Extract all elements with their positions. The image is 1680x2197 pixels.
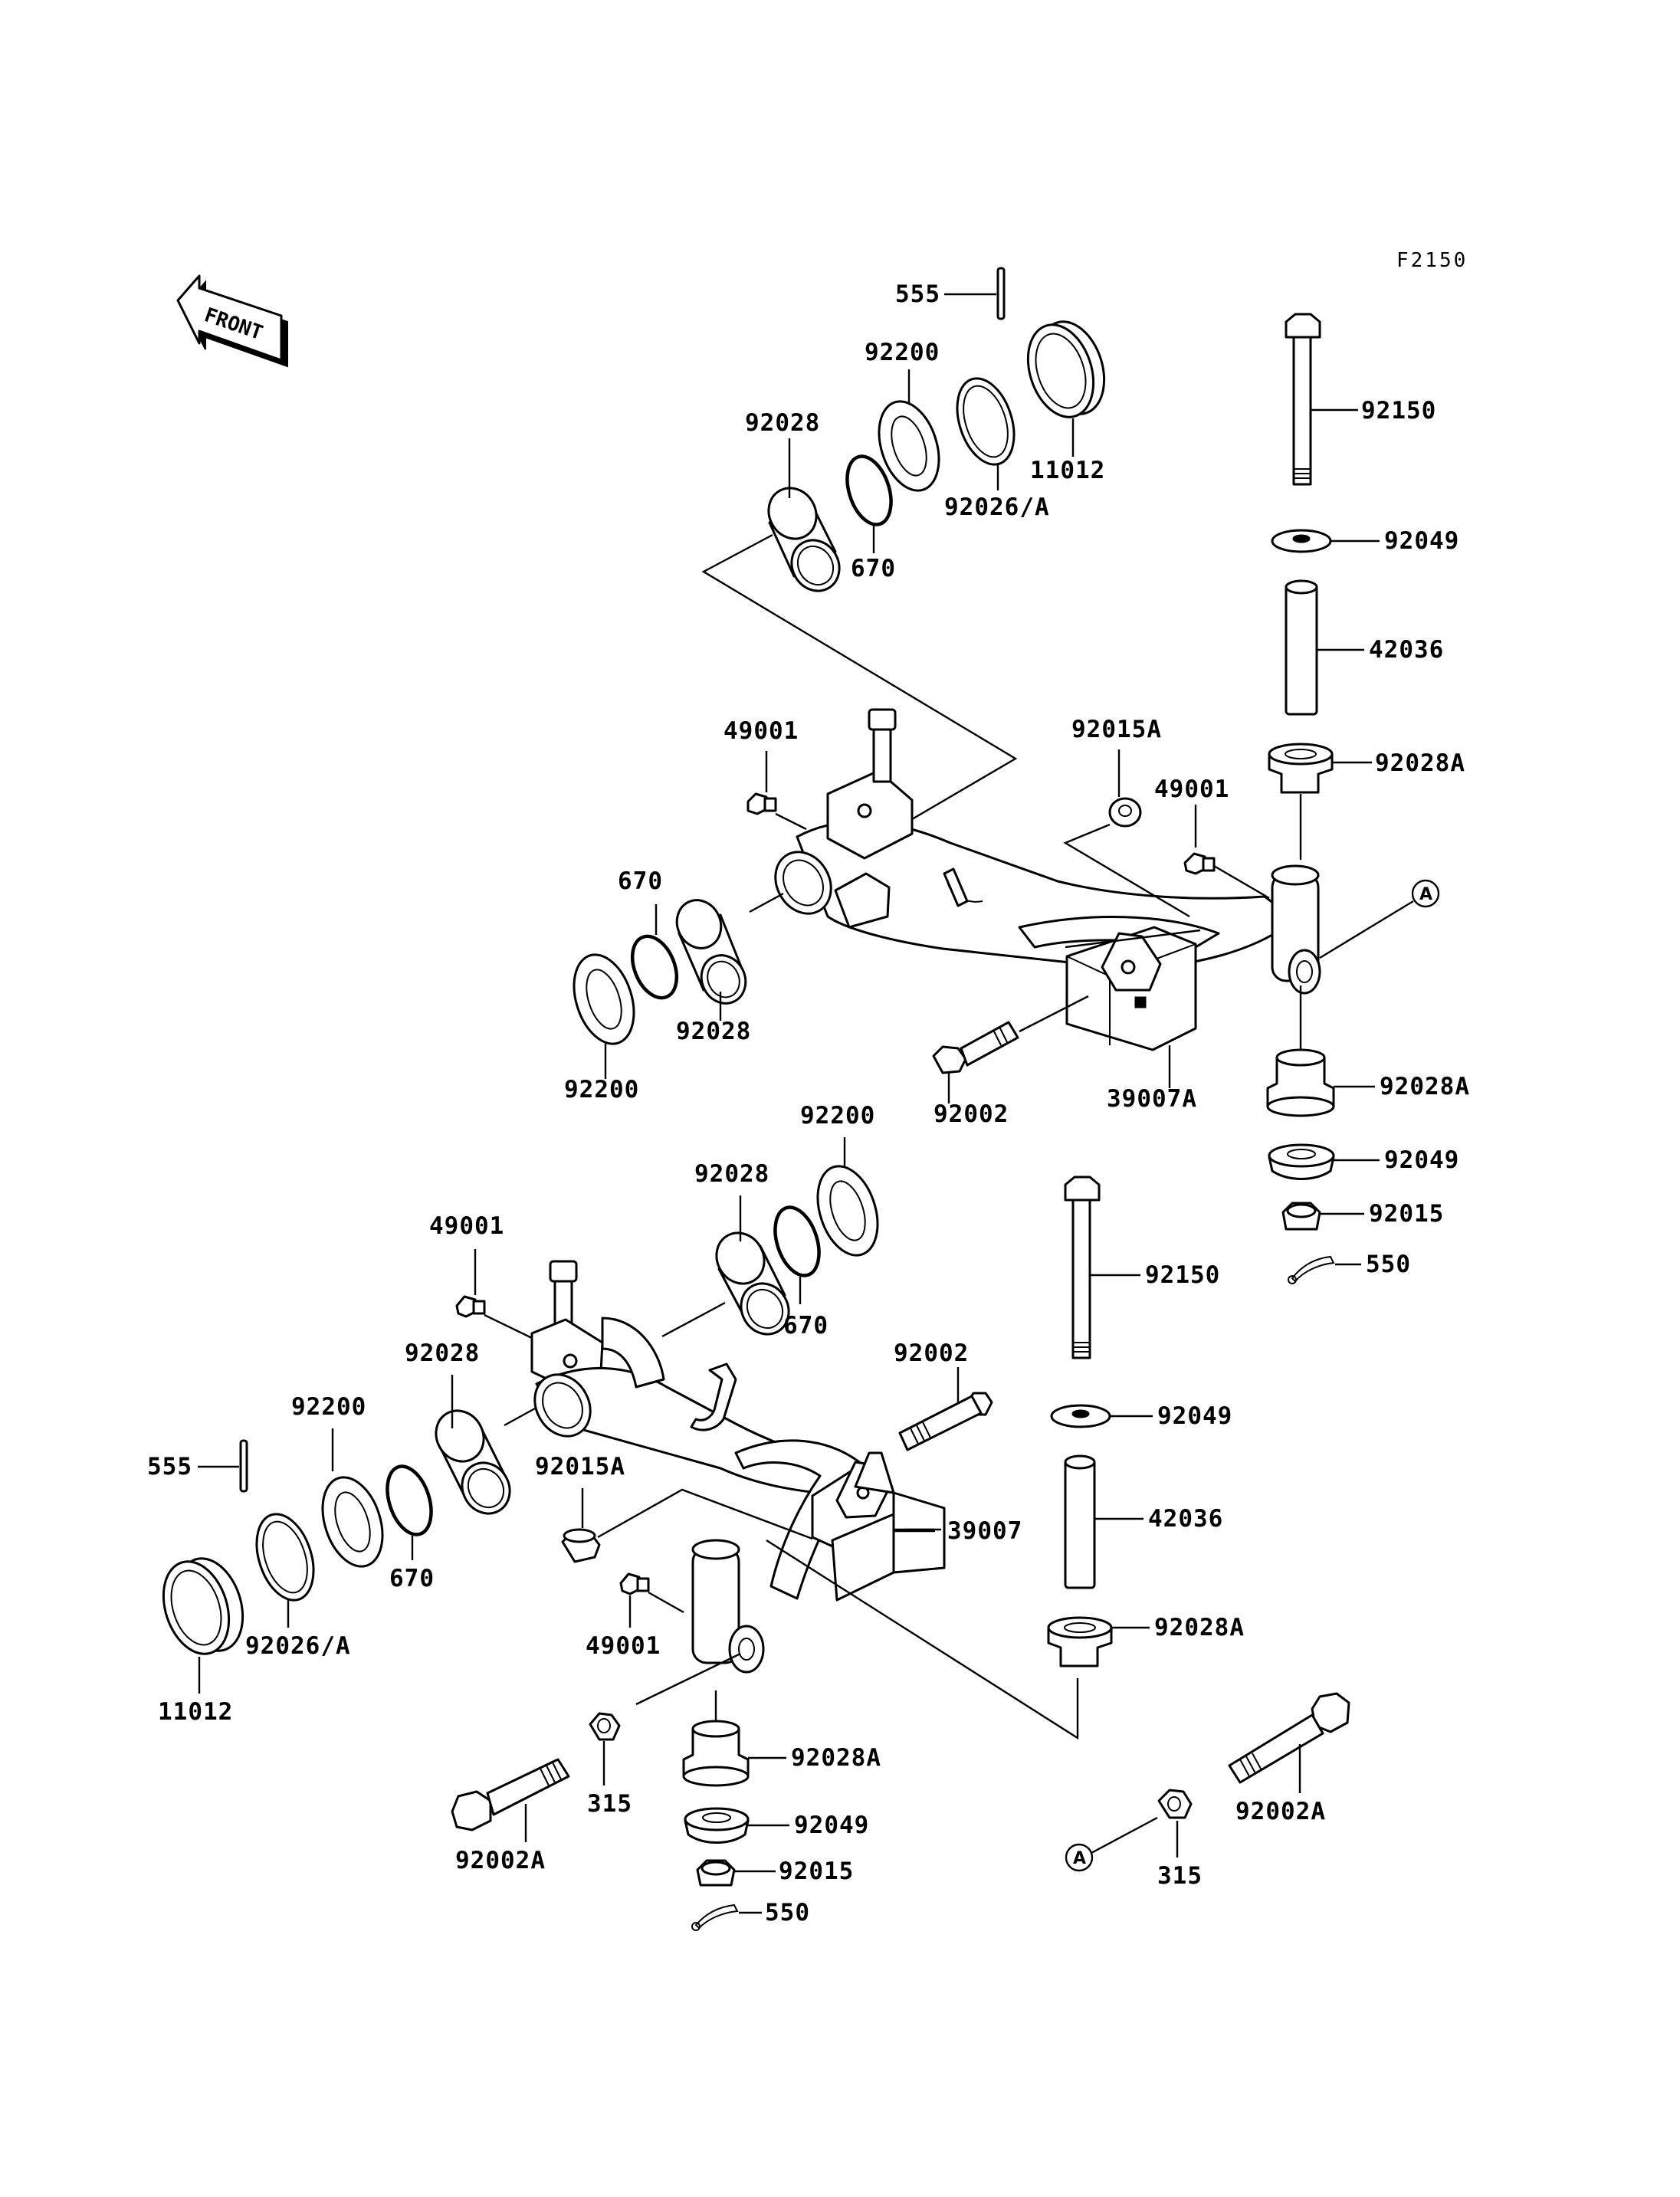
label-92015a: 92015A (1071, 716, 1162, 743)
lower-arm-left-bushings (162, 1375, 536, 1694)
label-92028: 92028 (694, 1160, 769, 1188)
upper-right-bushing-set (701, 267, 1106, 852)
label-92028: 92028 (745, 409, 820, 437)
upper-shock-mount-stack (1268, 313, 1380, 860)
upper-arm-left-bushings (573, 892, 784, 1079)
label-92002: 92002 (894, 1340, 969, 1367)
grease-nipple-upper-right (1183, 805, 1270, 900)
label-550: 550 (765, 1899, 810, 1926)
label-315: 315 (1157, 1862, 1203, 1890)
label-49001: 49001 (724, 717, 799, 745)
label-670: 670 (851, 555, 896, 582)
label-49001: 49001 (586, 1632, 661, 1660)
ref-marker-a-lower: A (1065, 1843, 1094, 1872)
label-42036: 42036 (1148, 1505, 1223, 1533)
label-92028: 92028 (676, 1018, 751, 1045)
label-670: 670 (618, 867, 663, 895)
label-92002a: 92002A (1235, 1798, 1326, 1825)
label-315: 315 (587, 1790, 632, 1818)
label-92028a: 92028A (1154, 1614, 1245, 1641)
label-670: 670 (389, 1565, 435, 1592)
label-92049: 92049 (1157, 1402, 1232, 1430)
label-92015a: 92015A (535, 1453, 625, 1481)
bolt-92002-upper (932, 995, 1089, 1103)
lower-a-arm-39007 (530, 1260, 946, 1674)
label-49001: 49001 (1154, 776, 1229, 803)
label-92200: 92200 (800, 1102, 875, 1130)
label-555: 555 (895, 280, 940, 308)
upper-arm-lower-stack (1266, 985, 1380, 1284)
nut-92015A-lower (561, 1488, 813, 1563)
label-92028a: 92028A (1380, 1073, 1470, 1100)
part-labels: 555 92200 92028 11012 670 92026/A 92150 … (147, 280, 1470, 1926)
label-550: 550 (1366, 1251, 1411, 1278)
label-42036: 42036 (1369, 636, 1444, 664)
label-92015: 92015 (1369, 1200, 1444, 1228)
label-92028: 92028 (405, 1340, 480, 1367)
nut-315-right (1091, 1789, 1193, 1858)
nut-315-mid (589, 1652, 741, 1785)
lower-shock-mount-stack (766, 1176, 1153, 1740)
label-92002: 92002 (934, 1100, 1009, 1128)
label-555: 555 (147, 1453, 192, 1481)
label-92150: 92150 (1361, 397, 1436, 425)
label-92200: 92200 (291, 1393, 366, 1421)
label-92049: 92049 (1384, 1146, 1459, 1174)
nut-92015A-upper (1063, 749, 1190, 918)
label-49001: 49001 (429, 1212, 504, 1240)
label-670: 670 (783, 1312, 829, 1340)
label-92200: 92200 (564, 1076, 639, 1103)
diagram-code: F2150 (1396, 249, 1468, 272)
ref-marker-a-upper: A (1411, 879, 1440, 908)
pin-555-top (996, 267, 1006, 320)
label-11012: 11012 (1030, 457, 1105, 484)
upper-a-arm-39007A (774, 708, 1321, 1088)
bolt-92002-lower (898, 1367, 993, 1451)
lower-arm-top-bushings (661, 1137, 879, 1338)
label-92026a: 92026/A (245, 1632, 351, 1660)
svg-text:A: A (1073, 1849, 1086, 1868)
label-92002a: 92002A (455, 1847, 546, 1874)
label-92049: 92049 (794, 1812, 869, 1839)
label-92026a: 92026/A (944, 494, 1050, 521)
label-92028a: 92028A (791, 1744, 881, 1772)
label-92150: 92150 (1145, 1261, 1220, 1289)
lower-arm-lower-stack (682, 1690, 789, 1931)
bolt-92002A-right (1228, 1692, 1350, 1793)
label-92015: 92015 (779, 1858, 854, 1885)
label-92049: 92049 (1384, 527, 1459, 555)
grease-nipple-lower-bottom (619, 1572, 684, 1628)
label-92200: 92200 (865, 339, 940, 366)
svg-text:A: A (1419, 885, 1432, 904)
bolt-92002A-left (451, 1758, 570, 1842)
front-arrow-icon: FRONT (176, 274, 288, 368)
grease-nipple-upper-left (746, 751, 807, 831)
label-39007: 39007 (947, 1517, 1022, 1545)
grease-nipple-lower-top (455, 1249, 533, 1340)
label-39007a: 39007A (1107, 1085, 1197, 1113)
label-92028a: 92028A (1375, 749, 1465, 777)
label-11012: 11012 (158, 1698, 233, 1726)
